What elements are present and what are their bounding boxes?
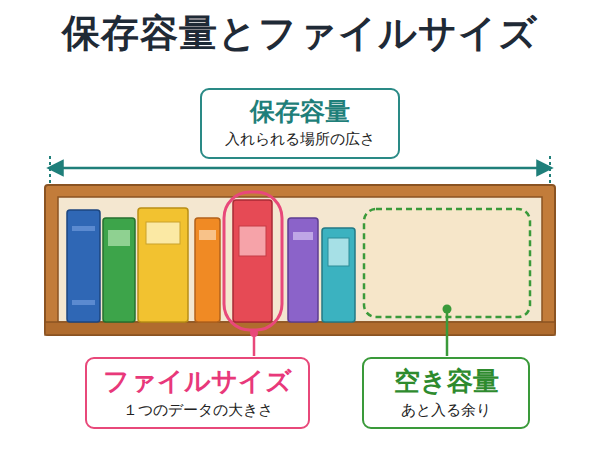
book-body bbox=[138, 208, 188, 322]
bookshelf bbox=[45, 185, 555, 335]
box-description: あと入る余り bbox=[380, 400, 512, 420]
diagram-title: 保存容量とファイルサイズ bbox=[0, 8, 600, 59]
book-label bbox=[108, 230, 130, 246]
free-space-area bbox=[364, 209, 530, 317]
purple-book bbox=[288, 218, 318, 322]
book-body bbox=[67, 210, 100, 322]
leader-dot bbox=[250, 329, 258, 337]
book-band bbox=[293, 232, 313, 240]
red-book bbox=[233, 200, 272, 322]
teal-book bbox=[322, 228, 355, 322]
book-body bbox=[233, 200, 272, 322]
shelf-back bbox=[58, 197, 542, 322]
books bbox=[67, 200, 355, 322]
leader-lines bbox=[250, 305, 452, 357]
free-space-label-box: 空き容量あと入る余り bbox=[362, 357, 530, 429]
box-description: １つのデータの大きさ bbox=[103, 400, 292, 420]
box-heading: 空き容量 bbox=[380, 365, 512, 398]
blue-book bbox=[67, 210, 100, 322]
book-body bbox=[322, 228, 355, 322]
book-body bbox=[288, 218, 318, 322]
book-body bbox=[103, 218, 135, 322]
highlight-outline bbox=[224, 192, 282, 330]
shelf-board bbox=[45, 322, 555, 335]
file-size-label-box: ファイルサイズ１つのデータの大きさ bbox=[85, 357, 310, 429]
book-label bbox=[239, 226, 266, 256]
book-band bbox=[72, 226, 95, 231]
box-heading: ファイルサイズ bbox=[103, 365, 292, 398]
green-book bbox=[103, 218, 135, 322]
capacity-label-box: 保存容量入れられる場所の広さ bbox=[200, 88, 400, 159]
book-label bbox=[199, 230, 216, 240]
box-description: 入れられる場所の広さ bbox=[218, 129, 382, 149]
book-label bbox=[328, 238, 349, 266]
yellow-book bbox=[138, 208, 188, 322]
box-heading: 保存容量 bbox=[218, 96, 382, 127]
book-label bbox=[146, 222, 180, 244]
dimension-arrow bbox=[62, 167, 538, 170]
book-band bbox=[72, 300, 95, 305]
dimension-tick bbox=[549, 156, 551, 186]
dimension-tick bbox=[49, 156, 51, 186]
leader-line bbox=[446, 309, 449, 356]
capacity-dimension bbox=[50, 156, 550, 186]
orange-book bbox=[195, 218, 220, 322]
book-body bbox=[195, 218, 220, 322]
shelf-frame bbox=[45, 185, 555, 335]
leader-dot bbox=[443, 305, 452, 314]
